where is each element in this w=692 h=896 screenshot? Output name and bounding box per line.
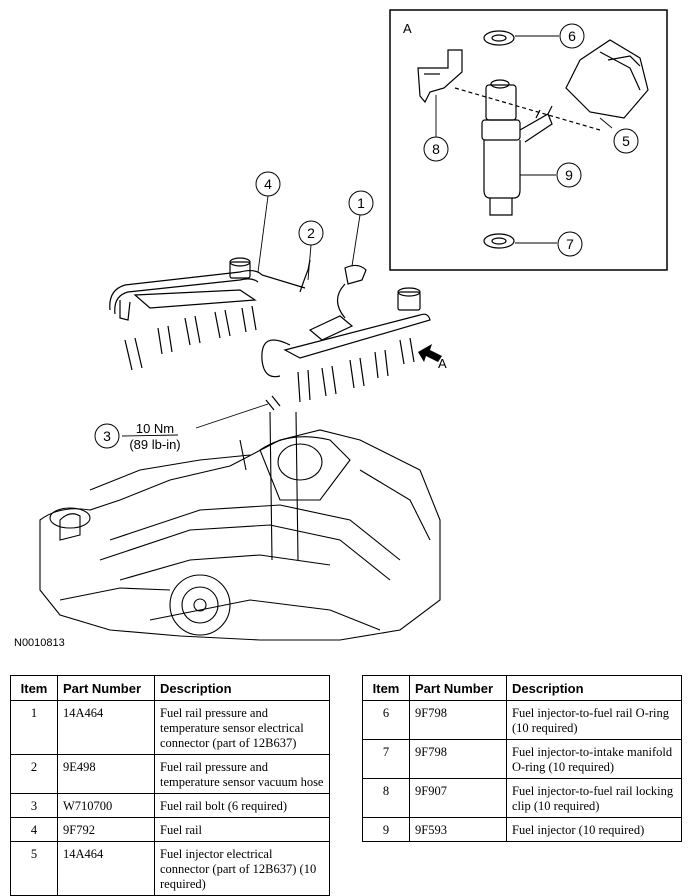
header-part-number: Part Number (57, 675, 155, 701)
svg-text:7: 7 (566, 236, 574, 252)
callout-3: 3 (94, 423, 120, 449)
cell-description: Fuel injector electrical connector (part… (154, 841, 330, 896)
header-description: Description (154, 675, 330, 701)
cell-description: Fuel rail (154, 817, 330, 842)
leader-lines (121, 35, 613, 437)
torque-spec-metric: 10 Nm (136, 421, 174, 436)
inset-detail-a (389, 9, 668, 271)
cell-description: Fuel rail pressure and temperature senso… (154, 700, 330, 755)
cell-part-number: 9F792 (57, 817, 155, 842)
cell-part-number: 9F798 (409, 700, 507, 740)
cell-item: 7 (362, 739, 410, 779)
callout-8: 8 (423, 136, 449, 162)
table-row: 6 9F798 Fuel injector-to-fuel rail O-rin… (362, 700, 682, 740)
callout-5: 5 (613, 128, 639, 154)
cell-item: 6 (362, 700, 410, 740)
figure-id: N0010813 (14, 637, 65, 649)
callout-9: 9 (556, 162, 582, 188)
cell-part-number: 9E498 (57, 754, 155, 794)
cell-part-number: 9F593 (409, 817, 507, 842)
view-arrow-a (418, 344, 442, 362)
callout-1: 1 (348, 190, 374, 216)
svg-text:3: 3 (103, 428, 111, 444)
svg-text:6: 6 (568, 28, 576, 44)
cell-part-number: 14A464 (57, 841, 155, 896)
table-row: 3 W710700 Fuel rail bolt (6 required) (10, 793, 330, 818)
engine-outline (39, 411, 441, 641)
callout-4: 4 (255, 171, 281, 197)
header-part-number: Part Number (409, 675, 507, 701)
callout-7: 7 (557, 231, 583, 257)
cell-part-number: 9F907 (409, 778, 507, 818)
cell-description: Fuel injector (10 required) (506, 817, 682, 842)
cell-item: 2 (10, 754, 58, 794)
svg-text:1: 1 (357, 195, 365, 211)
table-header-row: Item Part Number Description (362, 675, 682, 701)
cell-description: Fuel injector-to-fuel rail O-ring (10 re… (506, 700, 682, 740)
callout-2: 2 (298, 220, 324, 246)
cell-item: 3 (10, 793, 58, 818)
cell-item: 8 (362, 778, 410, 818)
cell-description: Fuel rail bolt (6 required) (154, 793, 330, 818)
fuel-rail-assembly (109, 257, 431, 411)
header-item: Item (10, 675, 58, 701)
cell-part-number: 14A464 (57, 700, 155, 755)
cell-item: 1 (10, 700, 58, 755)
torque-spec-imperial: (89 lb-in) (129, 437, 180, 452)
cell-item: 4 (10, 817, 58, 842)
cell-part-number: W710700 (57, 793, 155, 818)
svg-text:2: 2 (307, 225, 315, 241)
table-header-row: Item Part Number Description (10, 675, 330, 701)
parts-table-right: Item Part Number Description 6 9F798 Fue… (362, 675, 682, 842)
exploded-diagram: 4 2 1 3 6 5 8 9 7 A A 10 Nm (89 lb-in) N… (14, 9, 668, 649)
table-row: 2 9E498 Fuel rail pressure and temperatu… (10, 754, 330, 794)
inset-label: A (403, 21, 412, 36)
svg-text:9: 9 (565, 167, 573, 183)
cell-part-number: 9F798 (409, 739, 507, 779)
header-description: Description (506, 675, 682, 701)
table-row: 9 9F593 Fuel injector (10 required) (362, 817, 682, 842)
parts-table-left: Item Part Number Description 1 14A464 Fu… (10, 675, 330, 896)
cell-description: Fuel injector-to-intake manifold O-ring … (506, 739, 682, 779)
svg-text:4: 4 (264, 176, 272, 192)
table-row: 8 9F907 Fuel injector-to-fuel rail locki… (362, 778, 682, 818)
cell-item: 5 (10, 841, 58, 896)
table-row: 7 9F798 Fuel injector-to-intake manifold… (362, 739, 682, 779)
cell-item: 9 (362, 817, 410, 842)
svg-text:8: 8 (432, 141, 440, 157)
table-row: 1 14A464 Fuel rail pressure and temperat… (10, 700, 330, 755)
header-item: Item (362, 675, 410, 701)
view-arrow-label: A (438, 356, 447, 371)
table-row: 4 9F792 Fuel rail (10, 817, 330, 842)
svg-text:5: 5 (622, 133, 630, 149)
callout-6: 6 (559, 23, 585, 49)
table-row: 5 14A464 Fuel injector electrical connec… (10, 841, 330, 896)
cell-description: Fuel injector-to-fuel rail locking clip … (506, 778, 682, 818)
cell-description: Fuel rail pressure and temperature senso… (154, 754, 330, 794)
